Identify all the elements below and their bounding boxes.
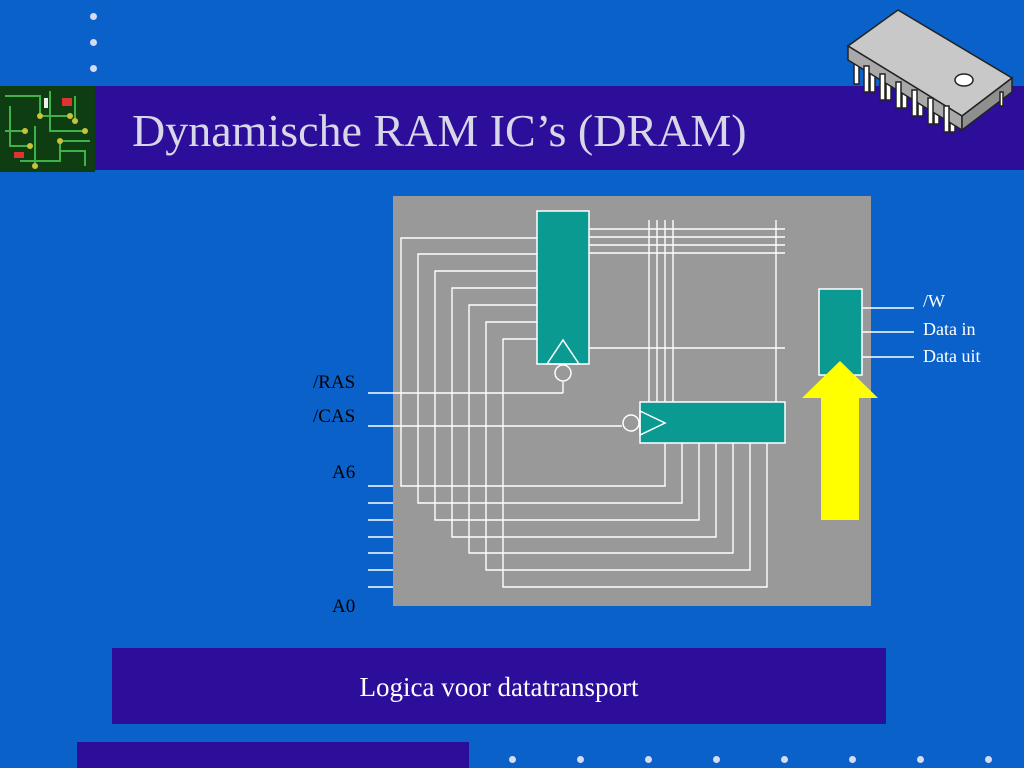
label-a0: A0 [332, 596, 356, 617]
title-band [92, 86, 1024, 170]
bullet-dot [781, 756, 788, 763]
bullet-dot [849, 756, 856, 763]
slide-title: Dynamische RAM IC’s (DRAM) [132, 105, 747, 156]
slide-caption: Logica voor datatransport [359, 672, 639, 702]
data-io-block [818, 288, 863, 376]
label-data-in: Data in [923, 319, 976, 339]
bullet-dot [713, 756, 720, 763]
bullet-dot [90, 39, 97, 46]
bullet-dot [509, 756, 516, 763]
circuit-board-icon [0, 86, 95, 172]
up-arrow-icon [802, 361, 878, 520]
row-address-register [536, 210, 590, 365]
bullet-dot [645, 756, 652, 763]
bullet-dot [90, 65, 97, 72]
bullet-dot [90, 13, 97, 20]
label-ras: /RAS [313, 372, 356, 393]
bullet-dot [577, 756, 584, 763]
caption-box [112, 648, 886, 724]
label-data-out: Data uit [923, 346, 981, 366]
label-cas: /CAS [313, 406, 356, 427]
bullet-dot [985, 756, 992, 763]
column-address-register [639, 401, 786, 444]
bottom-band [77, 742, 469, 768]
bullet-dot [917, 756, 924, 763]
ic-chip-icon [846, 9, 1014, 133]
label-a6: A6 [332, 462, 356, 483]
label-write: /W [923, 291, 945, 311]
